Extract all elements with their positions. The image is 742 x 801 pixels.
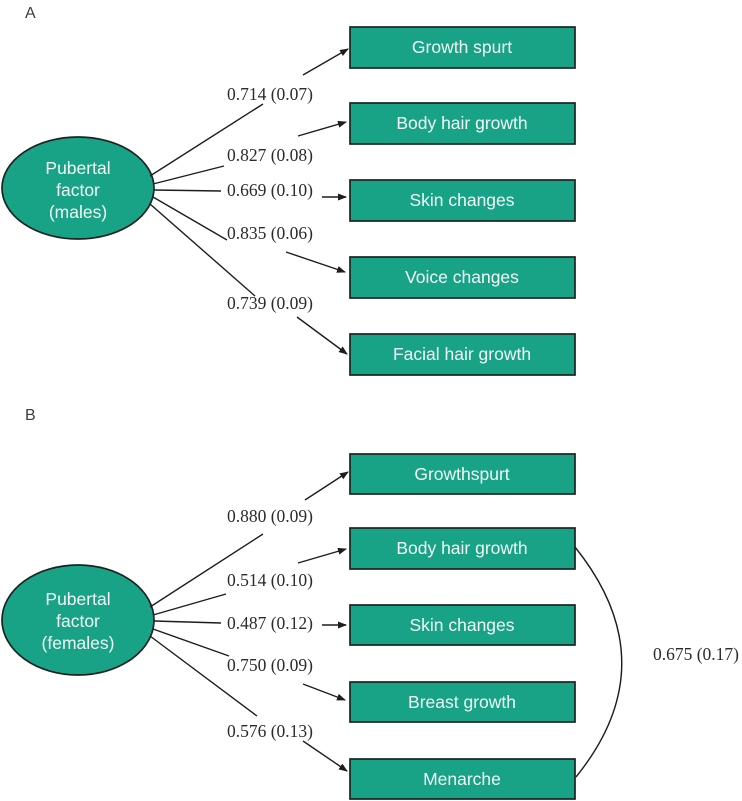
factor-females-line1: Pubertal: [45, 589, 110, 609]
indicator-label-body-hair-growth-m: Body hair growth: [396, 113, 527, 133]
indicator-label-growth-spurt: Growth spurt: [412, 37, 512, 57]
path-line-a4: [152, 196, 228, 241]
loading-b1: 0.880 (0.09): [227, 506, 313, 526]
path-line-a2: [152, 165, 225, 185]
path-line-a3: [153, 189, 222, 192]
loading-a5: 0.739 (0.09): [227, 293, 313, 313]
factor-ellipse-females: [1, 564, 155, 676]
arrow-a2: [297, 120, 347, 137]
arrow-a4: [285, 251, 346, 273]
indicator-label-breast-growth: Breast growth: [408, 692, 516, 712]
arrow-b2: [297, 547, 347, 564]
path-line-a1: [149, 103, 264, 177]
indicator-box-menarche: [349, 758, 576, 800]
panel-a-label: A: [25, 5, 36, 22]
loading-b3: 0.487 (0.12): [227, 613, 313, 633]
path-line-b3: [153, 620, 222, 624]
loading-a3: 0.669 (0.10): [227, 180, 313, 200]
indicator-label-body-hair-growth-f: Body hair growth: [396, 538, 527, 558]
indicator-label-menarche: Menarche: [423, 769, 501, 789]
path-line-a5: [149, 203, 256, 297]
indicator-label-facial-hair-growth: Facial hair growth: [393, 344, 531, 364]
factor-ellipse-males: [1, 136, 155, 240]
factor-males-line1: Pubertal: [45, 158, 110, 178]
indicator-box-body-hair-growth-m: [349, 102, 576, 145]
factor-males-line2: factor: [56, 180, 100, 200]
arrow-b5: [302, 740, 348, 772]
path-line-b4: [152, 628, 230, 657]
covariance-value: 0.675 (0.17): [653, 644, 739, 664]
loading-a1: 0.714 (0.07): [227, 84, 313, 104]
path-line-b1: [149, 533, 264, 608]
indicator-label-skin-changes-m: Skin changes: [409, 190, 514, 210]
factor-females-line2: factor: [56, 611, 100, 631]
indicator-box-growthspurt: [349, 453, 576, 495]
covariance-curve: [574, 546, 623, 778]
indicator-box-growth-spurt: [349, 26, 576, 69]
loading-b2: 0.514 (0.10): [227, 570, 313, 590]
loading-a4: 0.835 (0.06): [227, 223, 313, 243]
indicator-box-skin-changes-m: [349, 179, 576, 222]
indicator-box-skin-changes-f: [349, 604, 576, 646]
indicator-label-skin-changes-f: Skin changes: [409, 615, 514, 635]
loading-a2: 0.827 (0.08): [227, 145, 313, 165]
indicator-label-growthspurt: Growthspurt: [414, 464, 509, 484]
loading-b4: 0.750 (0.09): [227, 655, 313, 675]
arrow-a5: [296, 316, 348, 355]
panel-b-label: B: [25, 407, 36, 424]
arrow-b1: [304, 471, 349, 501]
path-line-b2: [152, 593, 227, 616]
path-line-b5: [149, 635, 258, 717]
indicator-box-facial-hair-growth: [349, 333, 576, 376]
factor-males-line3: (males): [49, 202, 107, 222]
loading-b5: 0.576 (0.13): [227, 721, 313, 741]
arrow-b4: [302, 683, 346, 701]
factor-females-line3: (females): [42, 633, 115, 653]
indicator-box-breast-growth: [349, 681, 576, 723]
indicator-label-voice-changes: Voice changes: [405, 267, 519, 287]
indicator-box-body-hair-growth-f: [349, 527, 576, 570]
arrow-a1: [302, 48, 349, 76]
indicator-box-voice-changes: [349, 256, 576, 299]
